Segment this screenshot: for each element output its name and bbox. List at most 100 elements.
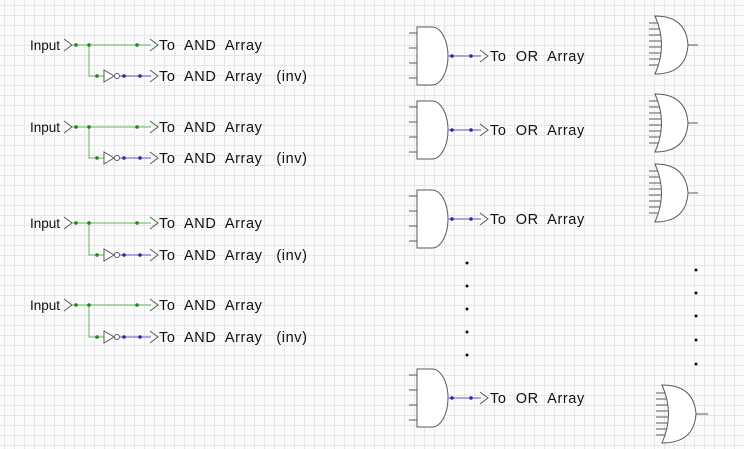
and-gate-block-3: To OR Array (409, 189, 585, 249)
or-gate-block-4 (656, 384, 708, 444)
not-gate-icon[interactable] (103, 69, 115, 83)
or-gate-icon[interactable] (654, 93, 689, 153)
wire-node (138, 156, 142, 160)
and-array-label: To AND Array (159, 298, 263, 314)
wire-node (122, 74, 126, 78)
wire-node (135, 221, 139, 225)
or-array-label: To OR Array (490, 391, 585, 407)
output-pin-icon[interactable] (149, 298, 159, 312)
input-pin-icon[interactable] (63, 216, 73, 230)
or-column-ellipsis (694, 268, 698, 366)
and-gate-input-pins (409, 195, 417, 242)
wire-node (87, 221, 91, 225)
not-gate-icon[interactable] (103, 248, 115, 262)
and-gate-input-pins (409, 106, 417, 153)
and-gate-input-pins (409, 374, 417, 421)
and-gate-block-4: To OR Array (409, 368, 585, 428)
and-array-inv-label: To AND Array (inv) (159, 151, 308, 167)
output-pin-icon[interactable] (149, 120, 159, 134)
output-pin-icon[interactable] (149, 248, 159, 262)
output-pin-icon[interactable] (149, 216, 159, 230)
wire-node (74, 303, 78, 307)
or-gate-input-pins (649, 170, 662, 214)
wire-node (450, 128, 454, 132)
and-gate-block-2: To OR Array (409, 100, 585, 160)
input-pin-icon[interactable] (63, 38, 73, 52)
inv-branch-wire (88, 305, 104, 338)
or-gate-icon[interactable] (661, 384, 697, 444)
wire-node (469, 396, 473, 400)
wire-node (95, 74, 99, 78)
wire-node (122, 335, 126, 339)
wire-node (450, 396, 454, 400)
output-pin-icon[interactable] (479, 123, 489, 137)
inv-branch-wire (88, 223, 104, 256)
and-gate-block-1: To OR Array (409, 26, 585, 86)
wire-node (469, 54, 473, 58)
wire-node (122, 156, 126, 160)
input-pin-icon[interactable] (63, 120, 73, 134)
output-pin-icon[interactable] (149, 38, 159, 52)
wire-node (95, 156, 99, 160)
input-label: Input (30, 38, 60, 53)
or-gate-input-pins (649, 100, 662, 144)
or-gate-icon[interactable] (654, 163, 689, 223)
inv-branch-wire (88, 45, 104, 77)
and-gate-icon[interactable] (416, 100, 449, 160)
output-pin-icon[interactable] (149, 330, 159, 344)
not-gate-icon[interactable] (103, 151, 115, 165)
output-pin-icon[interactable] (479, 391, 489, 405)
input-label: Input (30, 120, 60, 135)
input-label: Input (30, 216, 60, 231)
input-block-3: Input To AND Array To AND Array (inv) (30, 216, 308, 264)
or-gate-block-3 (649, 163, 698, 223)
inversion-bubble-icon (114, 252, 120, 258)
and-array-inv-label: To AND Array (inv) (159, 330, 308, 346)
output-pin-icon[interactable] (149, 69, 159, 83)
wire-node (450, 217, 454, 221)
input-block-1: Input To AND Array To AND Array (inv) (30, 38, 308, 85)
input-pin-icon[interactable] (63, 298, 73, 312)
inversion-bubble-icon (114, 155, 120, 161)
wire-node (74, 43, 78, 47)
and-column-ellipsis (465, 261, 469, 357)
wire-node (135, 43, 139, 47)
or-gate-block-1 (649, 15, 698, 75)
wire-node (469, 217, 473, 221)
output-pin-icon[interactable] (479, 212, 489, 226)
not-gate-icon[interactable] (103, 330, 115, 344)
wire-node (87, 43, 91, 47)
input-label: Input (30, 298, 60, 313)
wire-node (122, 253, 126, 257)
or-gate-icon[interactable] (654, 15, 689, 75)
and-gate-icon[interactable] (416, 368, 449, 428)
and-array-label: To AND Array (159, 38, 263, 54)
inv-branch-wire (88, 127, 104, 159)
wire-node (74, 125, 78, 129)
or-gate-input-pins (656, 392, 669, 436)
inversion-bubble-icon (114, 73, 120, 79)
or-array-label: To OR Array (490, 49, 585, 65)
and-gate-input-pins (409, 32, 417, 79)
wire-node (135, 125, 139, 129)
inversion-bubble-icon (114, 334, 120, 340)
wire-node (87, 303, 91, 307)
input-block-2: Input To AND Array To AND Array (inv) (30, 120, 308, 167)
and-array-label: To AND Array (159, 216, 263, 232)
and-array-inv-label: To AND Array (inv) (159, 69, 308, 85)
output-pin-icon[interactable] (149, 151, 159, 165)
input-block-4: Input To AND Array To AND Array (inv) (30, 298, 308, 346)
wire-node (138, 74, 142, 78)
or-gate-block-2 (649, 93, 698, 153)
and-array-inv-label: To AND Array (inv) (159, 248, 308, 264)
output-pin-icon[interactable] (479, 49, 489, 63)
and-gate-icon[interactable] (416, 189, 449, 249)
wire-node (135, 303, 139, 307)
or-array-label: To OR Array (490, 123, 585, 139)
wire-node (138, 253, 142, 257)
and-array-label: To AND Array (159, 120, 263, 136)
wire-node (74, 221, 78, 225)
and-gate-icon[interactable] (416, 26, 449, 86)
or-array-label: To OR Array (490, 212, 585, 228)
